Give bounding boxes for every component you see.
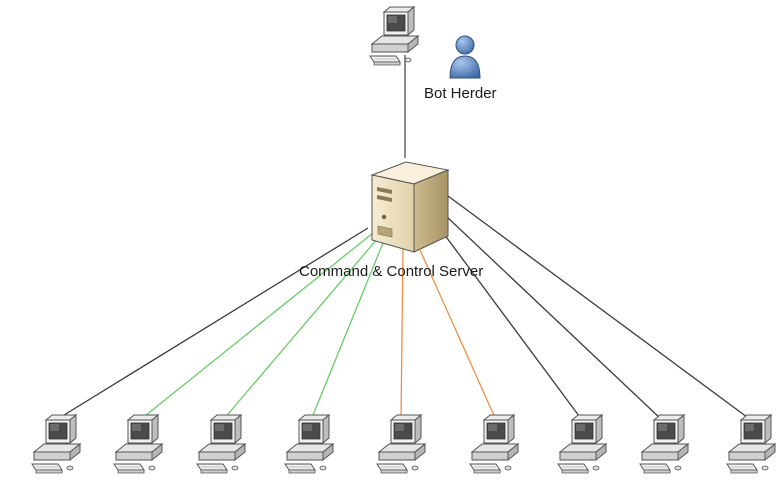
- bot-herder-label: Bot Herder: [424, 85, 497, 102]
- bot-link-7: [443, 233, 583, 421]
- network-nodes: [31, 6, 776, 474]
- bot-link-4: [310, 242, 384, 421]
- server-label: Command & Control Server: [299, 263, 484, 280]
- bot-computer-8[interactable]: [639, 414, 689, 474]
- bot-link-1: [55, 227, 369, 421]
- bot-computer-3[interactable]: [196, 414, 246, 474]
- bot-link-2: [139, 232, 374, 421]
- bot-link-5: [400, 248, 404, 421]
- herder-computer[interactable]: [369, 6, 419, 66]
- user-icon: [449, 35, 481, 79]
- bot-computer-7[interactable]: [557, 414, 607, 474]
- bot-computer-1[interactable]: [31, 414, 81, 474]
- bot-computer-2[interactable]: [113, 414, 163, 474]
- command-control-server[interactable]: [370, 161, 450, 253]
- bot-computer-6[interactable]: [469, 414, 519, 474]
- bot-link-6: [419, 249, 497, 421]
- bot-computer-5[interactable]: [376, 414, 426, 474]
- network-links: [55, 55, 752, 421]
- bot-computer-9[interactable]: [726, 414, 776, 474]
- bot-link-3: [222, 237, 379, 421]
- bot-link-8: [445, 215, 663, 421]
- bot-link-9: [447, 195, 752, 421]
- bot-computer-4[interactable]: [284, 414, 334, 474]
